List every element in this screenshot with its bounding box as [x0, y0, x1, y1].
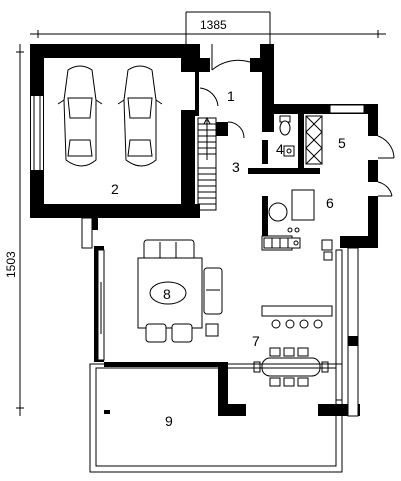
room-label-6: 6: [326, 195, 334, 211]
terrace-outline: [89, 363, 343, 473]
living-walls: [81, 217, 360, 417]
storage-shelves-icon: [305, 115, 323, 165]
sofa-icon: [143, 239, 195, 261]
room-label-3: 3: [232, 159, 240, 175]
room-label-2: 2: [111, 181, 119, 197]
height-dimension: 1503: [4, 44, 24, 416]
boiler-icon: [268, 189, 315, 222]
room-label-1: 1: [227, 88, 235, 104]
side-door-icon: [377, 135, 395, 197]
car-left-icon: [57, 65, 103, 167]
room-label-7: 7: [252, 333, 260, 349]
room-label-9: 9: [165, 413, 173, 429]
entry-walls: [181, 44, 274, 136]
height-dimension-label: 1503: [4, 251, 18, 278]
entrance-door-icon: [199, 44, 251, 139]
width-dimension: 1385: [30, 11, 386, 46]
chairs-icon: [145, 323, 219, 343]
room-label-8: 8: [163, 286, 171, 302]
sink-icon: [283, 145, 295, 157]
room-label-8-badge: 8: [149, 281, 187, 305]
kitchen-counter: [263, 227, 333, 261]
armchair-icon: [203, 267, 223, 315]
width-dimension-label: 1385: [200, 18, 227, 32]
room-label-5: 5: [338, 135, 346, 151]
toilet-icon: [279, 115, 291, 136]
car-right-icon: [117, 65, 163, 167]
garage-walls: [30, 44, 200, 230]
dining-table-icon: [253, 347, 329, 387]
bar-counter-icon: [261, 305, 333, 329]
staircase-icon: [197, 116, 217, 211]
room-label-4: 4: [276, 141, 284, 157]
